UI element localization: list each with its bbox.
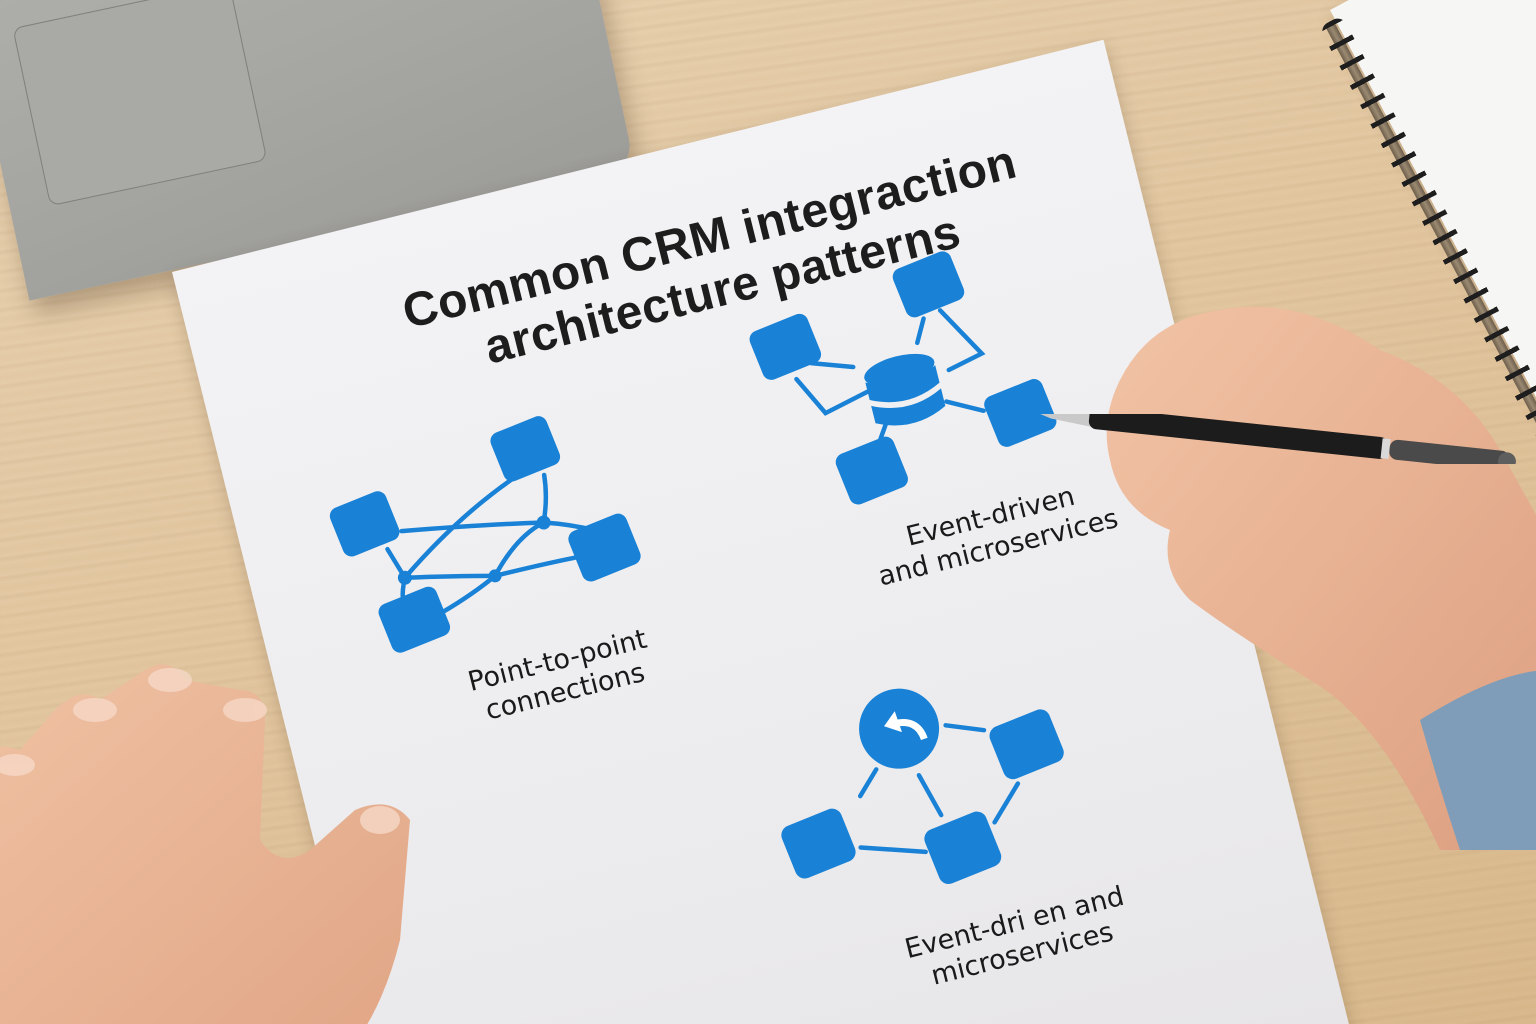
left-hand: [0, 664, 410, 1024]
event-loop-icon: [781, 688, 1064, 885]
database-hub-icon: [749, 251, 1057, 505]
printed-sheet: Common CRM integraction architecture pat…: [172, 39, 1360, 1024]
pen: [1031, 414, 1516, 464]
right-hand: [1106, 306, 1536, 850]
laptop-trackpad: [12, 0, 268, 207]
mesh-network-icon: [329, 416, 641, 653]
shirt-sleeve: [1420, 670, 1536, 850]
